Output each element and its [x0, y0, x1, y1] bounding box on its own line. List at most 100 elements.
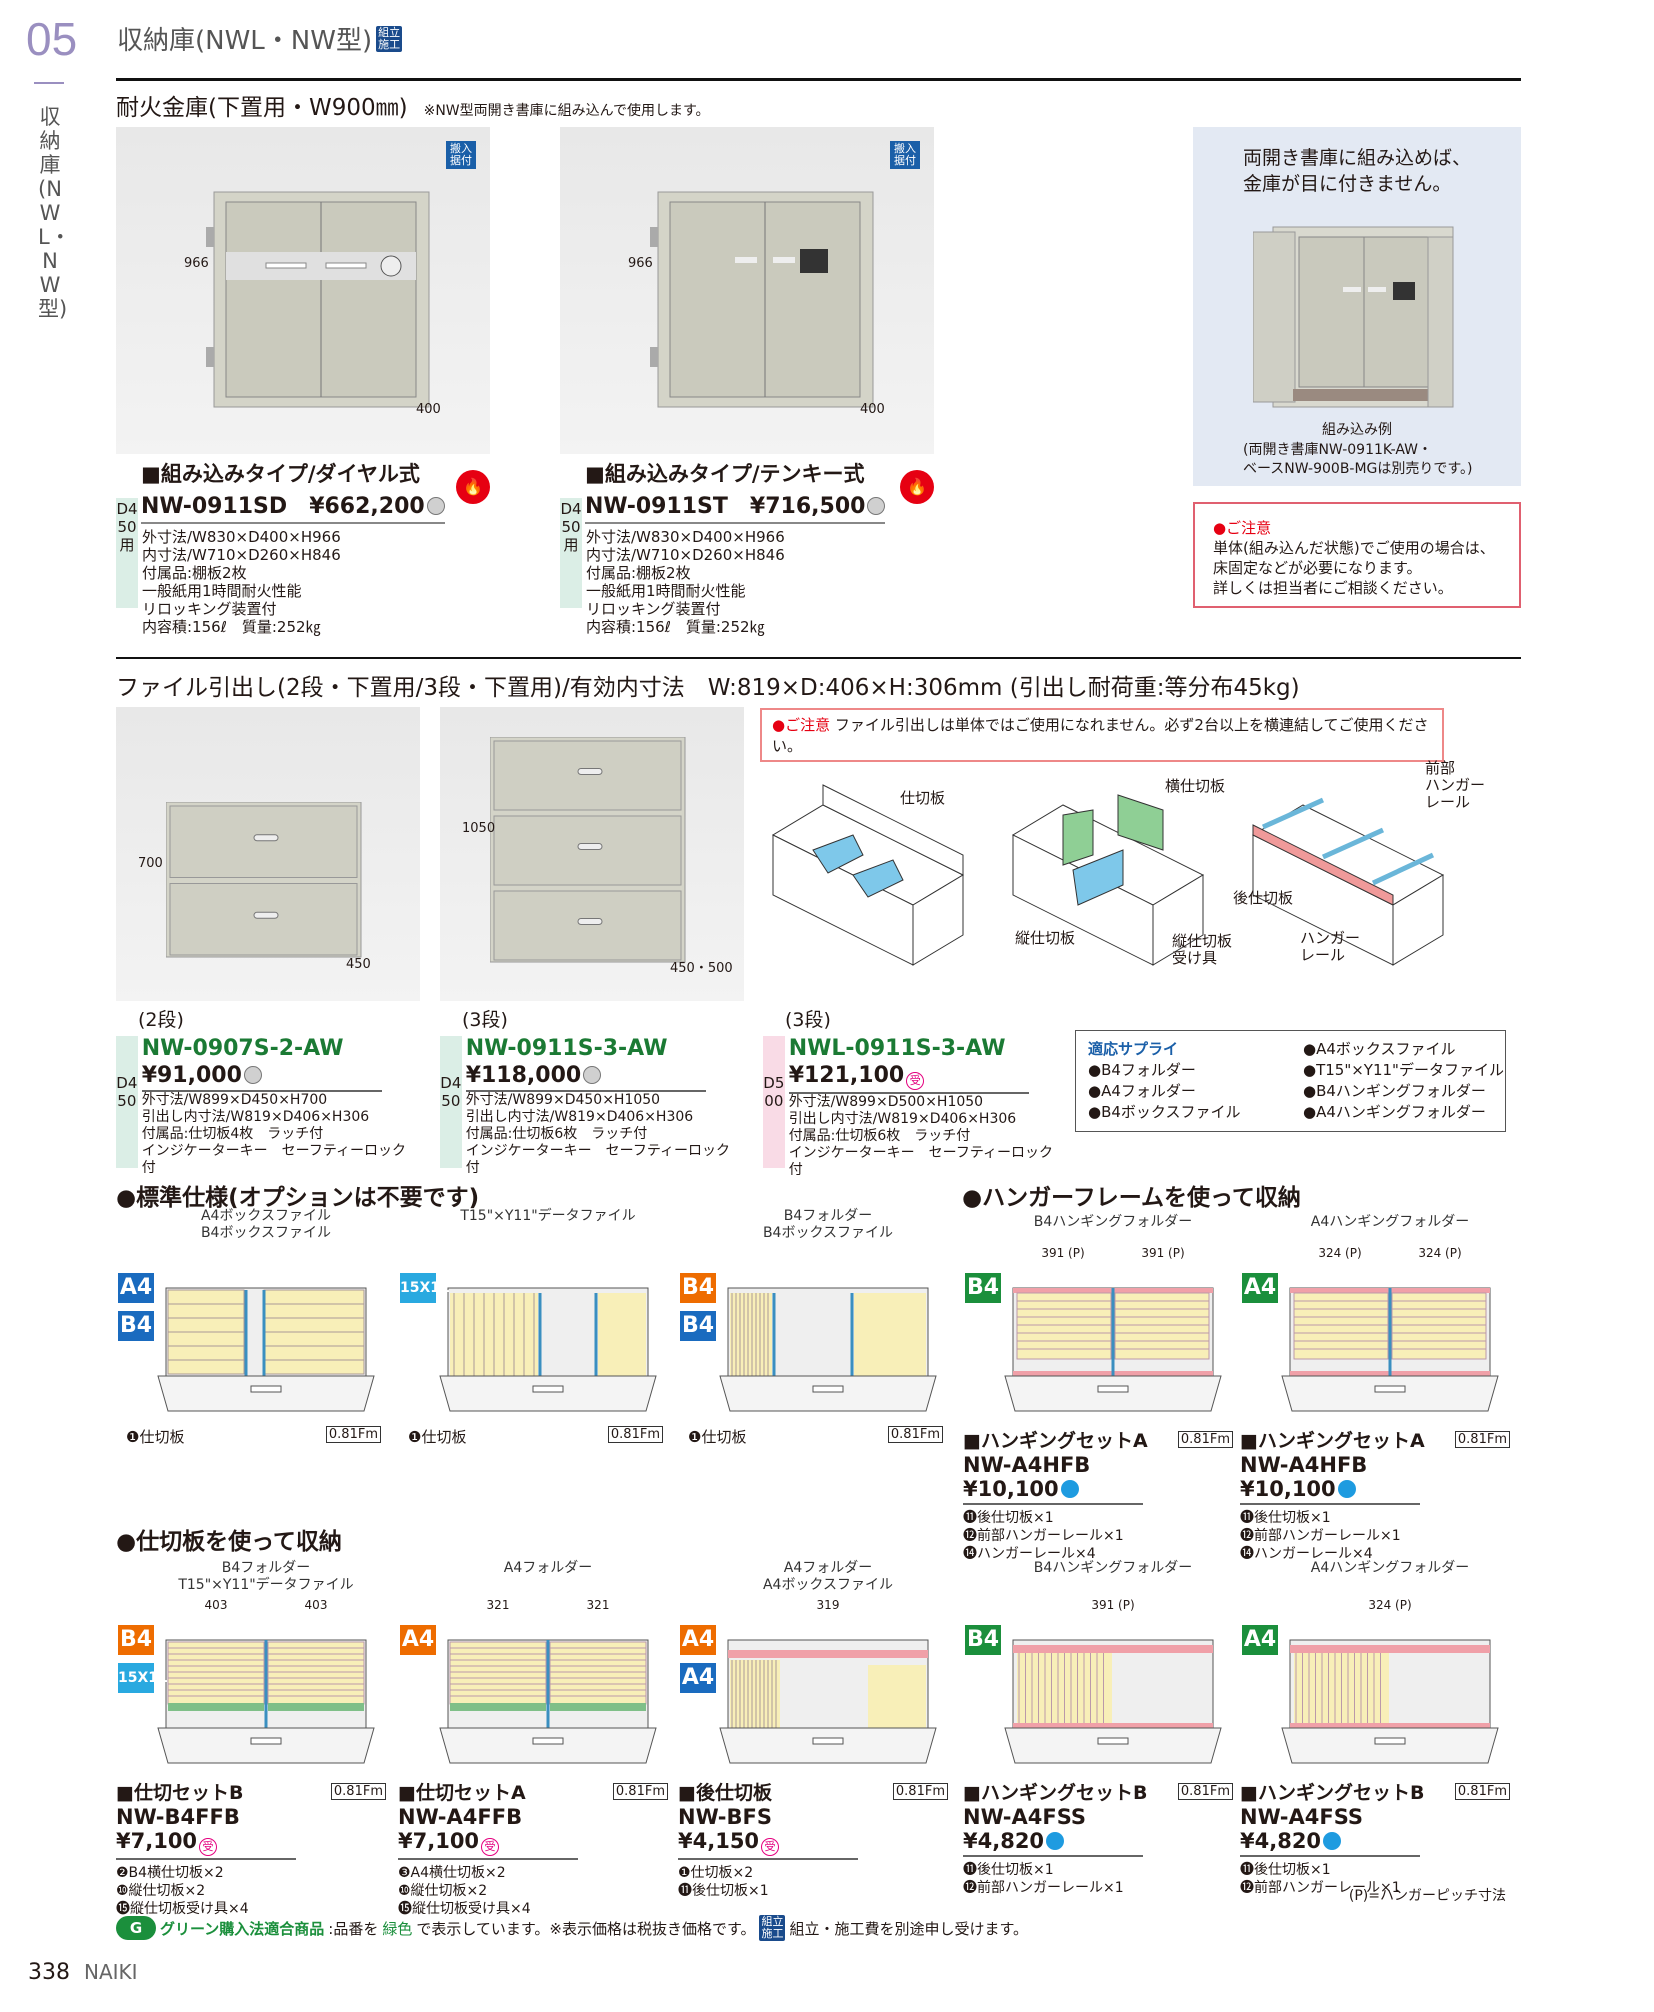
- dimension-label: 324 (P): [1368, 1598, 1412, 1612]
- dimension-row: 403 403: [166, 1598, 366, 1612]
- section-rule: [116, 78, 1521, 81]
- caption-line: B4フォルダー: [783, 1208, 873, 1224]
- set-name-row: ■ハンギングセットA 0.81Fm: [1240, 1426, 1510, 1453]
- supply-item: ●A4ハンギングフォルダー: [1303, 1103, 1486, 1121]
- set-name: ■仕切セットA: [398, 1782, 526, 1804]
- size-badge-icon: A4: [118, 1273, 154, 1303]
- depth-sidebar: D450用: [116, 498, 138, 608]
- standard-section-title: ●標準仕様(オプションは不要です): [116, 1185, 480, 1211]
- floor-area-label: 0.81Fm: [607, 1426, 663, 1443]
- part-line: ❸A4横仕切板×2: [398, 1865, 506, 1881]
- spec-line: 引出し内寸法/W819×D406×H306: [788, 1111, 1017, 1127]
- label-vertical-divider: 縦仕切板: [1015, 929, 1076, 947]
- page-title: 収納庫(NWL・NW型) 組立施工: [117, 20, 403, 57]
- spec-line: 付属品:棚板2枚: [142, 564, 247, 582]
- caption-line: B4ボックスファイル: [762, 1225, 894, 1241]
- model-number: NW-0911SD: [141, 494, 288, 519]
- dimension-label: 403: [304, 1598, 328, 1612]
- side-chapter-label: 収納庫(NWL・NW型): [38, 105, 71, 321]
- dimension-label: 324 (P): [1418, 1246, 1462, 1260]
- green-label: グリーン購入法適合商品: [160, 1919, 325, 1938]
- diagram-wrap: [1240, 1263, 1510, 1413]
- model-number: NW-A4FFB: [398, 1805, 523, 1829]
- badge-line: 組立: [378, 25, 401, 39]
- supply-item: ●T15"×Y11"データファイル: [1303, 1061, 1504, 1079]
- keypad-safe-illustration: [650, 191, 874, 408]
- section-title: 耐火金庫(下置用・W900㎜): [116, 95, 408, 121]
- label-front-hanger-rail: 前部ハンガーレール: [1425, 760, 1485, 811]
- price-gray-circle-icon: [867, 497, 886, 515]
- page-title-text: 収納庫(NWL・NW型): [117, 26, 373, 56]
- spec-line: 引出し内寸法/W819×D406×H306: [141, 1109, 370, 1125]
- spec-line: 一般紙用1時間耐火性能: [586, 582, 746, 600]
- drawer-diagram: [719, 1287, 937, 1412]
- price-row: ¥91,000: [141, 1063, 382, 1092]
- price-row: ¥4,820: [1240, 1829, 1420, 1857]
- size-badge-icon: A4: [680, 1663, 716, 1693]
- spec-line: 外寸法/W899×D450×H1050: [465, 1092, 661, 1108]
- page-footer: 338 NAIKI: [28, 1960, 138, 1985]
- diagram-wrap: [116, 1615, 386, 1765]
- price: ¥121,100: [788, 1063, 905, 1088]
- set-name: ■ハンギングセットB: [963, 1782, 1148, 1804]
- part-line: ⓬前部ハンガーレール×1: [963, 1880, 1124, 1896]
- price: ¥118,000: [465, 1063, 582, 1088]
- model-number: NW-0911ST: [585, 494, 728, 519]
- part-line: ❶仕切板×2: [678, 1865, 754, 1881]
- caption-line: B4フォルダー: [221, 1560, 311, 1576]
- drawer-cabinet-illustration: [490, 737, 686, 963]
- caption-line: T15"×Y11"データファイル: [178, 1577, 354, 1593]
- dimension-row: 391 (P): [1013, 1598, 1213, 1612]
- footer-text: 組立・施工費を別途申し受けます。: [789, 1919, 1028, 1938]
- price-order-mark-icon: 受: [761, 1838, 780, 1856]
- spec-line: インジケーターキー セーフティーロック付: [465, 1143, 731, 1176]
- label-back-divider: 後仕切板: [1233, 889, 1294, 907]
- floor-area-label: 0.81Fm: [1454, 1431, 1510, 1448]
- caution-title: ●ご注意: [1213, 519, 1272, 537]
- drawer-diagram: [1281, 1639, 1499, 1764]
- spec-line: リロッキング装置付: [142, 600, 277, 618]
- spec-line: 外寸法/W830×D400×H966: [586, 528, 785, 546]
- set-name: ■ハンギングセットB: [1240, 1782, 1425, 1804]
- caption-line: A4ボックスファイル: [762, 1577, 894, 1593]
- part-line: ⓫後仕切板×1: [1240, 1510, 1331, 1526]
- part-line: ⓬前部ハンガーレール×1: [1240, 1528, 1401, 1544]
- label-line: レール: [1300, 946, 1346, 964]
- set-name: ■ハンギングセットA: [1240, 1430, 1425, 1452]
- embed-note: (両開き書庫NW-0911K-AW・: [1243, 442, 1432, 458]
- divider-section-title: ●仕切板を使って収納: [116, 1529, 342, 1555]
- dimension-label: 403: [204, 1598, 228, 1612]
- delivery-install-badge-icon: 搬入据付: [446, 141, 476, 169]
- section-rule: [116, 657, 1521, 659]
- spec-line: インジケーターキー セーフティーロック付: [141, 1143, 407, 1176]
- model-number: NW-0907S-2-AW: [141, 1036, 344, 1061]
- depth-sidebar: D450: [116, 1036, 138, 1168]
- item-caption: A4ハンギングフォルダー: [1270, 1560, 1510, 1577]
- supply-item: ●B4ハンギングフォルダー: [1303, 1082, 1486, 1100]
- model-number: NW-B4FFB: [116, 1805, 240, 1829]
- floor-area-label: 0.81Fm: [887, 1426, 943, 1443]
- hanger-rail-diagram: [1251, 797, 1445, 966]
- price: ¥716,500: [749, 494, 866, 519]
- drawer-diagram: [439, 1639, 657, 1764]
- model-number: NW-A4HFB: [1240, 1453, 1368, 1477]
- supply-item: ●B4フォルダー: [1088, 1061, 1196, 1079]
- dimension-label: 321: [586, 1598, 610, 1612]
- part-line: ❷B4横仕切板×2: [116, 1865, 224, 1881]
